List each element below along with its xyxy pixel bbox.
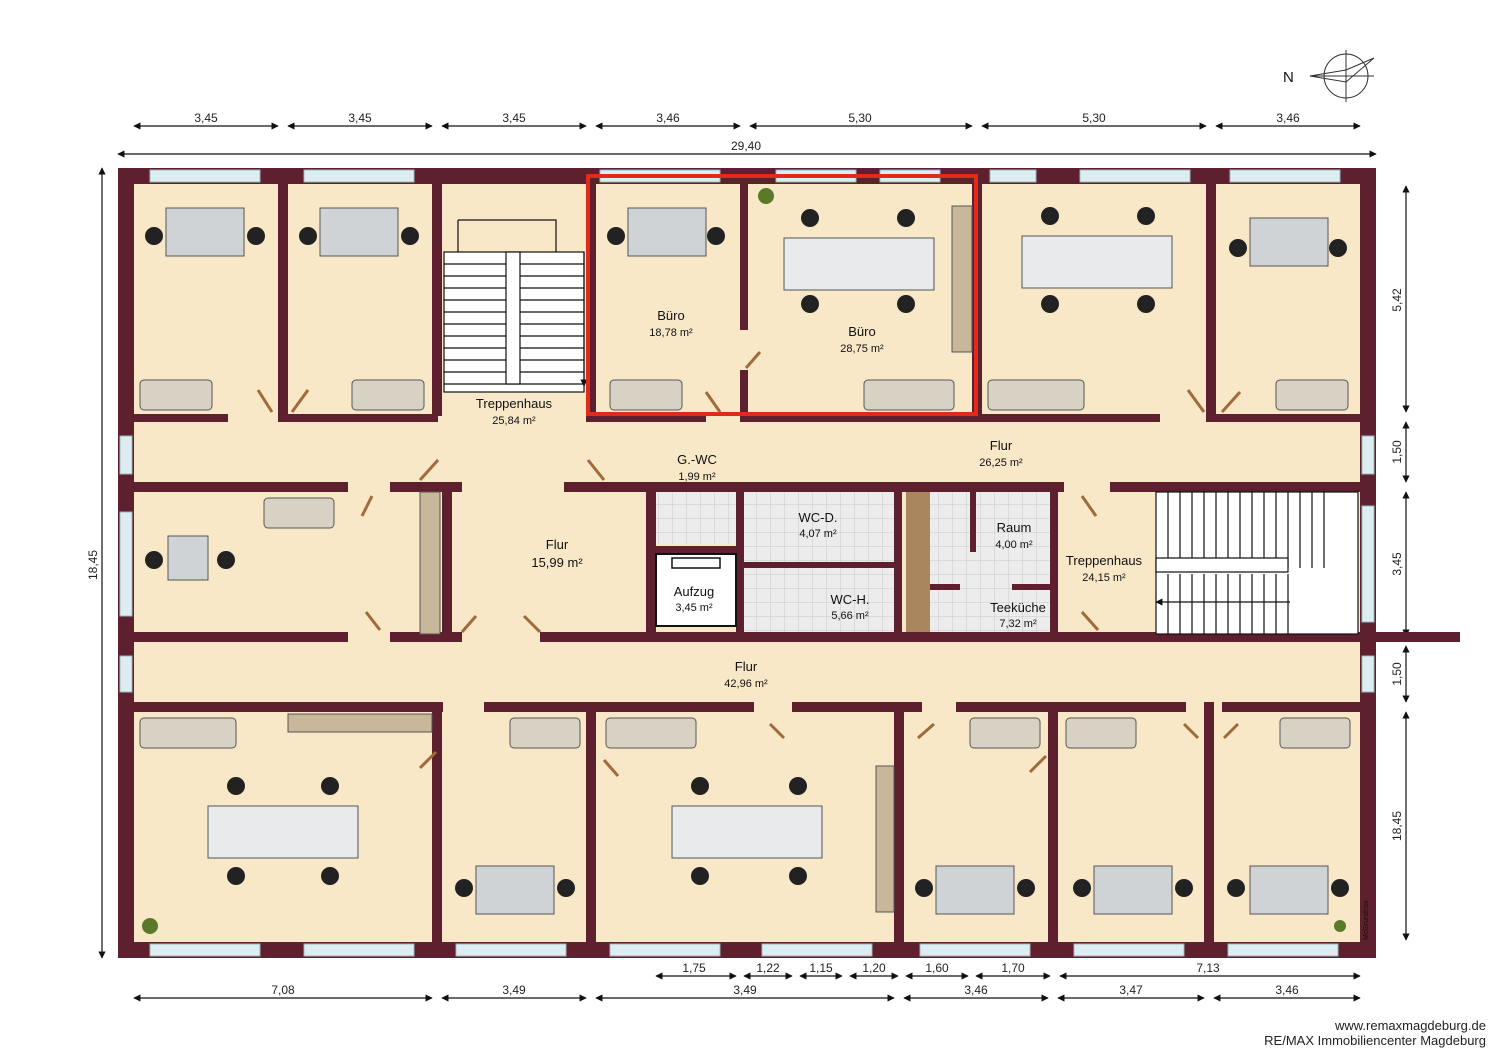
dim-right-4: 1,50 [1390, 662, 1404, 686]
dim-top-6: 5,30 [1082, 111, 1106, 125]
room-wc-h-area: 5,66 m² [831, 610, 869, 622]
room-flur-upper-name: Flur [990, 438, 1013, 453]
dim-right-3: 3,45 [1390, 552, 1404, 576]
room-buero-small-area: 18,78 m² [649, 327, 693, 339]
compass-north-label: N [1283, 69, 1294, 86]
dim-top-4: 3,46 [656, 111, 680, 125]
room-treppenhaus-1-name: Treppenhaus [476, 396, 553, 411]
dim-top-7: 3,46 [1276, 111, 1300, 125]
room-buero-large-name: Büro [848, 324, 875, 339]
room-treppenhaus-2-area: 24,15 m² [1082, 572, 1126, 584]
tiled-areas [656, 490, 1050, 634]
room-flur-mid-name: Flur [546, 537, 569, 552]
dim-bottom-inner-7: 7,13 [1196, 961, 1220, 975]
dim-bottom-2: 3,49 [502, 983, 526, 997]
office-chairs [145, 207, 1349, 897]
dim-bottom-1: 7,08 [271, 983, 295, 997]
dim-bottom-inner-4: 1,20 [862, 961, 886, 975]
room-wc-d-name: WC-D. [799, 510, 838, 525]
room-teekueche-name: Teeküche [990, 600, 1046, 615]
room-buero-large-area: 28,75 m² [840, 343, 884, 355]
dim-right-5: 18,45 [1390, 811, 1404, 841]
doors [256, 351, 1242, 777]
room-teekueche-area: 7,32 m² [999, 618, 1037, 630]
room-flur-upper-area: 26,25 m² [979, 457, 1023, 469]
highlighted-office-outline [586, 174, 978, 416]
dim-top-2: 3,45 [348, 111, 372, 125]
furniture [139, 205, 1351, 915]
room-g-wc-name: G.-WC [677, 452, 717, 467]
dim-top-3: 3,45 [502, 111, 526, 125]
elevator [655, 553, 737, 627]
dim-total-width: 29,40 [731, 139, 761, 153]
room-flur-lower-area: 42,96 m² [724, 678, 768, 690]
room-g-wc-area: 1,99 m² [678, 471, 716, 483]
dim-right-2: 1,50 [1390, 440, 1404, 464]
dim-top-1: 3,45 [194, 111, 218, 125]
dim-bottom-inner-2: 1,22 [756, 961, 780, 975]
dim-left-height: 18,45 [86, 550, 100, 580]
room-flur-lower-name: Flur [735, 659, 758, 674]
dim-bottom-inner-3: 1,15 [809, 961, 833, 975]
dim-bottom-3: 3,49 [733, 983, 757, 997]
footer: www.remaxmagdeburg.de RE/MAX Immobilienc… [1264, 1018, 1486, 1048]
dim-bottom-4: 3,46 [964, 983, 988, 997]
dim-bottom-inner-5: 1,60 [925, 961, 949, 975]
footer-company: RE/MAX Immobiliencenter Magdeburg [1264, 1033, 1486, 1048]
room-labels: Büro 18,78 m² Büro 28,75 m² Treppenhaus … [476, 308, 1143, 690]
watermark: McGrundriss [1363, 900, 1370, 940]
room-aufzug-area: 3,45 m² [675, 602, 713, 614]
dimension-lines [98, 122, 1410, 1002]
room-buero-small-name: Büro [657, 308, 684, 323]
footer-website[interactable]: www.remaxmagdeburg.de [1334, 1018, 1486, 1033]
staircase-2 [1155, 491, 1359, 635]
dim-bottom-5: 3,47 [1119, 983, 1143, 997]
dim-bottom-inner-6: 1,70 [1001, 961, 1025, 975]
plants [142, 188, 1346, 934]
staircase-1 [443, 219, 588, 393]
dim-bottom-inner-1: 1,75 [682, 961, 706, 975]
compass: N [1283, 50, 1375, 102]
room-raum-area: 4,00 m² [995, 539, 1033, 551]
room-wc-d-area: 4,07 m² [799, 528, 837, 540]
room-treppenhaus-1-area: 25,84 m² [492, 415, 536, 427]
dim-right-1: 5,42 [1390, 288, 1404, 312]
dimension-labels: 3,45 3,45 3,45 3,46 5,30 5,30 3,46 29,40… [86, 111, 1404, 997]
interior-walls [118, 168, 1460, 958]
room-flur-mid-area: 15,99 m² [531, 555, 583, 570]
room-wc-h-name: WC-H. [831, 592, 870, 607]
room-raum-name: Raum [997, 520, 1032, 535]
room-treppenhaus-2-name: Treppenhaus [1066, 553, 1143, 568]
room-aufzug-name: Aufzug [674, 584, 714, 599]
dim-bottom-6: 3,46 [1275, 983, 1299, 997]
dim-top-5: 5,30 [848, 111, 872, 125]
